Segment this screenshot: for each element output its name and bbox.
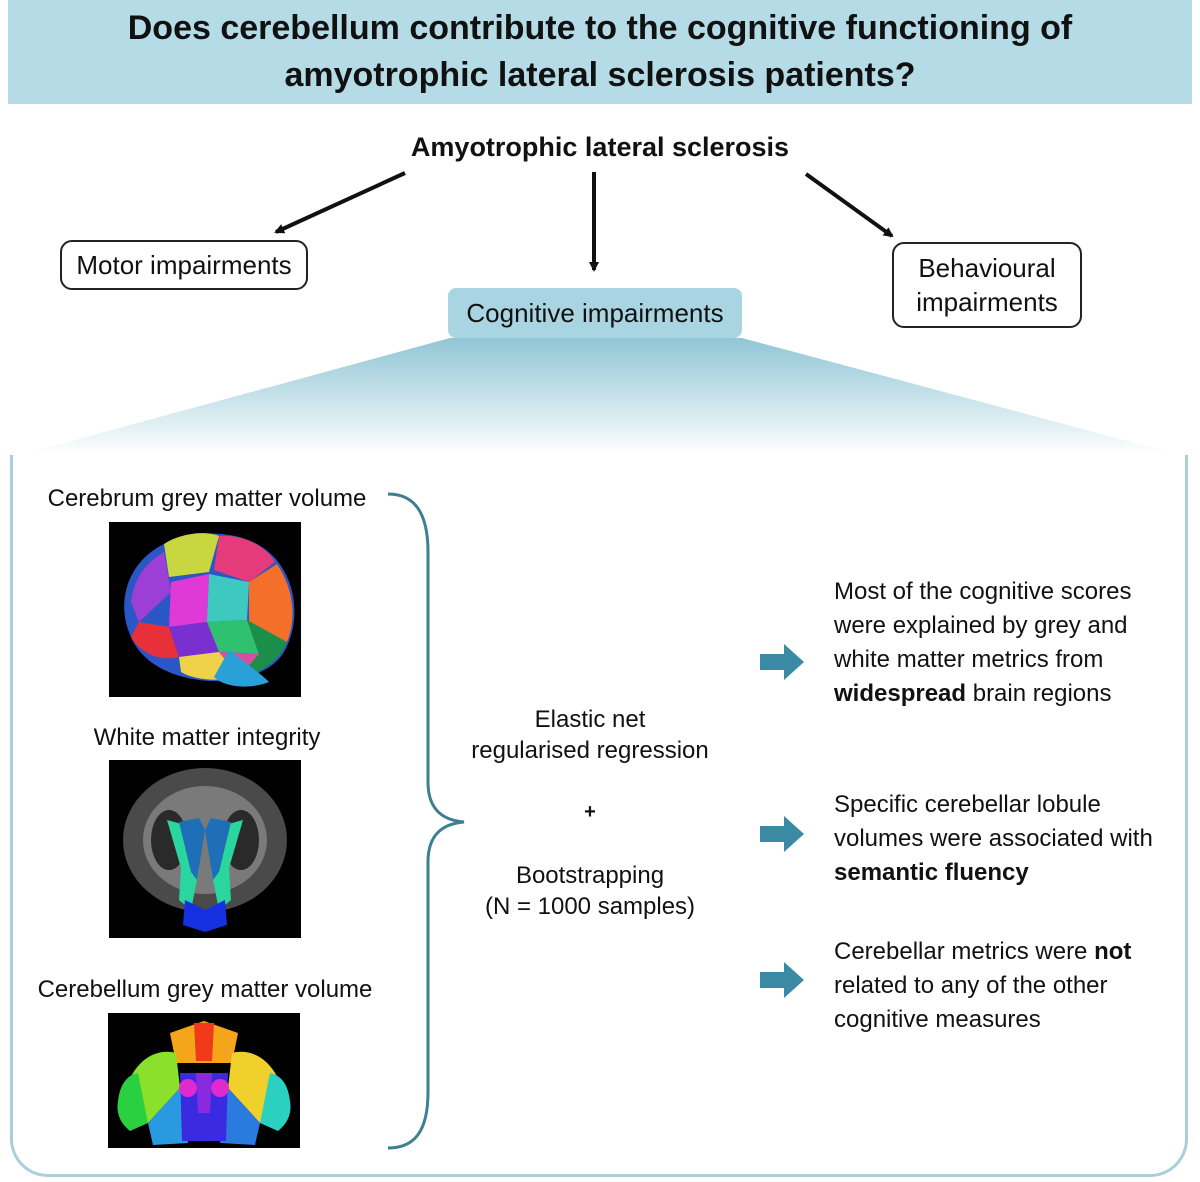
finding-2: Specific cerebellar lobule volumes were … [834, 788, 1174, 890]
finding-1-text-b: brain regions [966, 680, 1112, 707]
finding-2-text-a: Specific cerebellar lobule volumes were … [834, 791, 1153, 852]
plus-sign: + [584, 801, 596, 823]
finding-arrow-3 [760, 962, 804, 998]
cerebellum-parcellation-image [108, 1013, 300, 1148]
branch-arrows [20, 171, 1180, 455]
method-line-4: (N = 1000 samples) [484, 893, 696, 920]
finding-arrows [760, 644, 804, 998]
behavioural-line-2: impairments [916, 287, 1058, 317]
method-line-3: Bootstrapping [515, 862, 665, 889]
method-elastic-net: Elastic net regularised regression [440, 704, 740, 766]
root-label: Amyotrophic lateral sclerosis [410, 132, 790, 162]
finding-3-text-a: Cerebellar metrics were [834, 938, 1095, 965]
motor-impairments-box: Motor impairments [60, 240, 308, 290]
finding-3-bold: not [1094, 938, 1132, 965]
title-banner: Does cerebellum contribute to the cognit… [8, 0, 1192, 104]
cerebrum-parcellation-image [109, 522, 301, 697]
finding-arrow-1 [760, 644, 804, 680]
title-line-1: Does cerebellum contribute to the cognit… [127, 9, 1073, 47]
arrow-to-motor [274, 171, 406, 234]
arrow-to-behavioural [804, 172, 894, 238]
method-line-2: regularised regression [471, 737, 709, 764]
curly-brace [387, 492, 465, 1150]
behavioural-impairments-box: Behavioural impairments [892, 242, 1082, 328]
finding-1-text-a: Most of the cognitive scores were explai… [834, 578, 1132, 673]
white-matter-label: White matter integrity [93, 724, 321, 751]
finding-1: Most of the cognitive scores were explai… [834, 575, 1174, 711]
finding-arrow-2 [760, 816, 804, 852]
finding-3: Cerebellar metrics were not related to a… [834, 935, 1174, 1037]
white-matter-tract-image [109, 760, 301, 938]
finding-2-bold: semantic fluency [834, 859, 1029, 886]
cognitive-impairments-box: Cognitive impairments [448, 288, 742, 338]
title-line-2: amyotrophic lateral sclerosis patients? [284, 56, 916, 94]
analysis-panel [10, 455, 1188, 1177]
finding-1-bold: widespread [834, 680, 967, 707]
method-line-1: Elastic net [534, 706, 646, 733]
behavioural-line-1: Behavioural [918, 253, 1056, 283]
method-bootstrapping: Bootstrapping (N = 1000 samples) [440, 860, 740, 922]
cognitive-fan [20, 338, 1180, 455]
finding-3-text-b: related to any of the other cognitive me… [834, 972, 1108, 1033]
cerebellum-label: Cerebellum grey matter volume [37, 976, 373, 1003]
cerebrum-label: Cerebrum grey matter volume [47, 485, 367, 512]
